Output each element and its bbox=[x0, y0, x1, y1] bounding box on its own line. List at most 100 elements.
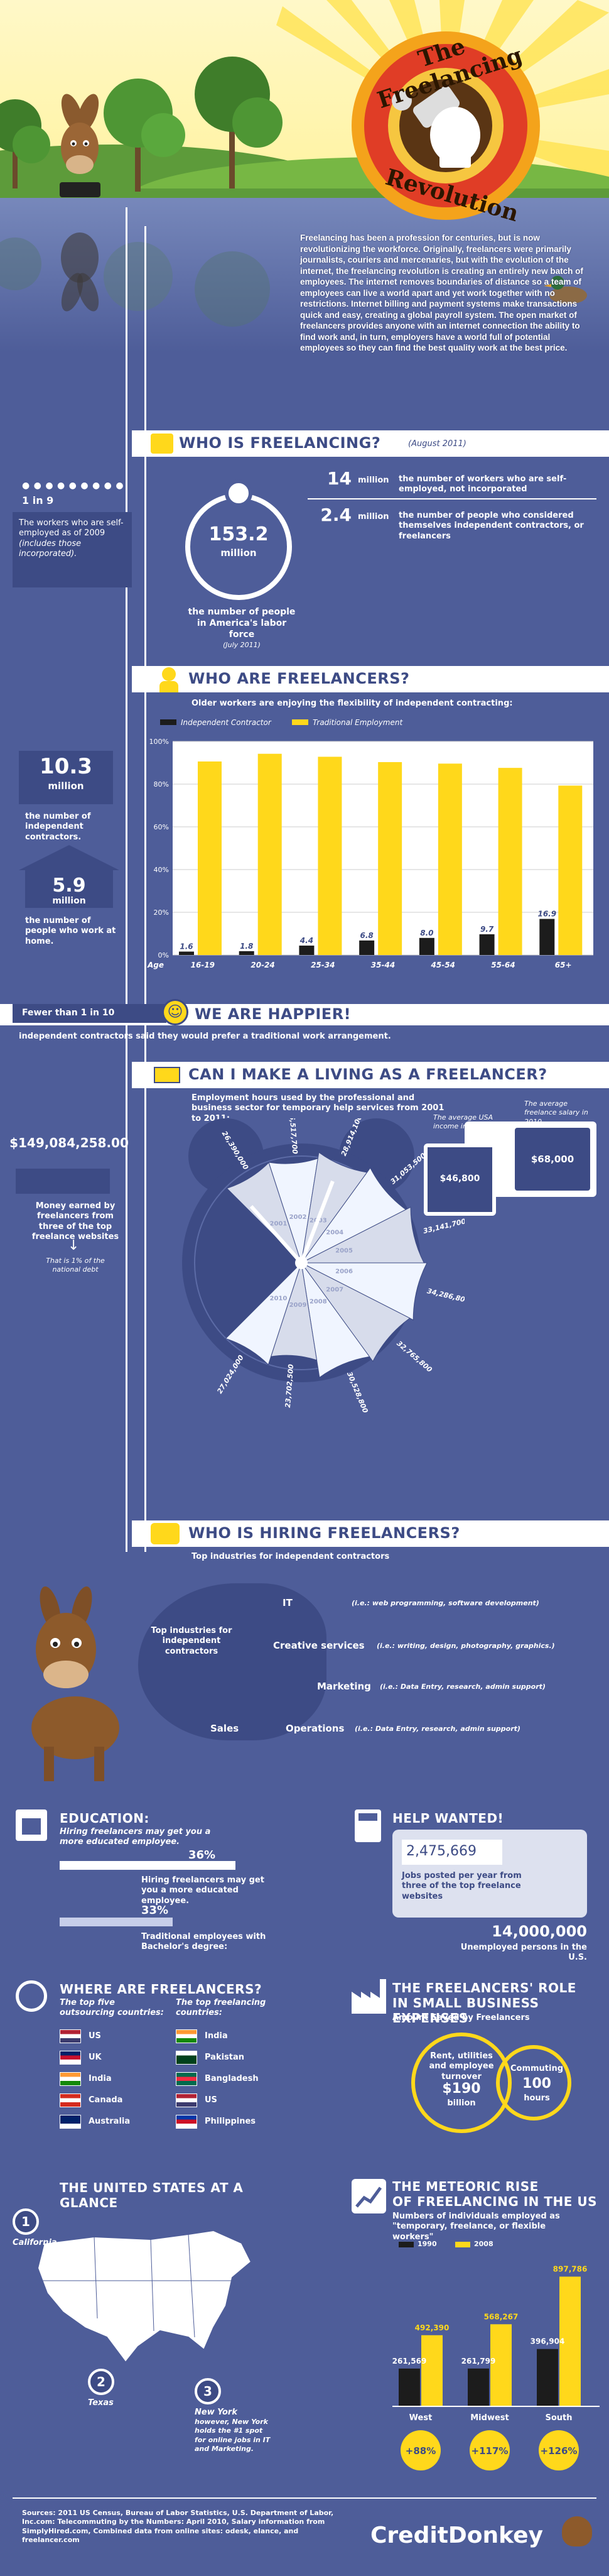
happier-desc: independent contractors said they would … bbox=[19, 1032, 391, 1041]
edu-pct2: 33% bbox=[141, 1904, 169, 1917]
id-card-icon bbox=[151, 434, 173, 454]
house-icon bbox=[19, 845, 119, 908]
place-texas: Texas bbox=[88, 2398, 114, 2408]
happier-title: WE ARE HAPPIER! bbox=[195, 1005, 352, 1023]
jobs-desc: Jobs posted per year from three of the t… bbox=[402, 1871, 522, 1901]
data-label-traditional: 92.8 bbox=[320, 746, 340, 755]
growth-circle bbox=[539, 2430, 579, 2470]
where-title: WHERE ARE FREELANCERS? bbox=[60, 1982, 262, 1997]
bar-traditional bbox=[198, 761, 222, 955]
place-california: California bbox=[13, 2238, 57, 2247]
rise-section: THE METEORIC RISE OF FREELANCING IN THE … bbox=[304, 2174, 609, 2488]
bar-2008 bbox=[490, 2324, 512, 2406]
labor-unit: million bbox=[220, 547, 257, 559]
living-subtitle: Employment hours used by the professiona… bbox=[191, 1093, 445, 1123]
bar-traditional bbox=[498, 768, 522, 955]
salary-value: $68,000 bbox=[531, 1154, 574, 1165]
rise-title2: OF FREELANCING IN THE US bbox=[392, 2194, 598, 2209]
bar-independent bbox=[179, 951, 194, 955]
intro-text: Freelancing has been a profession for ce… bbox=[300, 233, 583, 353]
industry-name: IT bbox=[283, 1597, 293, 1608]
footer-sources: Sources: 2011 US Census, Bureau of Labor… bbox=[22, 2509, 334, 2544]
hours-chart: 26,390,000200126,517,700200228,914,10020… bbox=[138, 1110, 471, 1508]
savings-right-value: 100 bbox=[522, 2076, 551, 2092]
legend-2008-swatch bbox=[455, 2242, 470, 2247]
hero-section: The Freelancing Revolution bbox=[0, 0, 609, 352]
education-title: EDUCATION: bbox=[60, 1811, 149, 1826]
edu-bar2 bbox=[60, 1918, 173, 1926]
x-tick-label: 45-54 bbox=[431, 961, 455, 969]
bar-independent bbox=[239, 951, 254, 955]
where-section: WHERE ARE FREELANCERS? The top five outs… bbox=[0, 1979, 304, 2142]
legend-label: Independent Contractor bbox=[181, 718, 272, 727]
stat2-desc: the number of people who considered them… bbox=[399, 511, 584, 541]
down-arrow-icon: ↓ bbox=[68, 1238, 80, 1253]
bar-2008 bbox=[421, 2335, 443, 2406]
data-label-independent: 6.8 bbox=[360, 931, 374, 940]
year-label: 2008 bbox=[310, 1299, 327, 1306]
year-label: 2004 bbox=[326, 1230, 343, 1236]
region-label: West bbox=[409, 2413, 433, 2423]
smiley-icon: ☺ bbox=[162, 999, 188, 1025]
marker-3: 3 bbox=[195, 2378, 221, 2404]
money-value: $149,084,258.00 bbox=[9, 1135, 129, 1150]
growth-circle bbox=[470, 2430, 510, 2470]
clock-svg: 26,390,000200126,517,700200228,914,10020… bbox=[182, 1110, 471, 1414]
country-name: US bbox=[205, 2095, 217, 2105]
contractors-desc: the number of independent contractors. bbox=[25, 812, 91, 842]
data-label-traditional: 90.3 bbox=[380, 751, 400, 761]
happier-section: Fewer than 1 in 10 ☺ WE ARE HAPPIER! ind… bbox=[0, 999, 609, 1049]
labor-value: 153.2 bbox=[208, 523, 269, 545]
hero-background bbox=[0, 0, 609, 352]
country-name: India bbox=[89, 2074, 112, 2083]
unemployed-value: 14,000,000 bbox=[492, 1923, 587, 1940]
ratio-desc: The workers who are self-employed as of … bbox=[19, 518, 124, 538]
outsourcing-label: The top five outsourcing countries: bbox=[60, 1998, 164, 2018]
footer-brand[interactable]: CreditDonkey bbox=[370, 2523, 544, 2548]
education-section: EDUCATION: Hiring freelancers may get yo… bbox=[0, 1809, 304, 1967]
year-label: 2001 bbox=[270, 1220, 288, 1227]
donkey-logo-icon bbox=[562, 2516, 592, 2546]
stat2-value: 2.4 bbox=[320, 505, 352, 525]
flag-icon bbox=[60, 2072, 81, 2086]
growth-label: +117% bbox=[472, 2445, 509, 2457]
role-section: THE FREELANCERS' ROLE IN SMALL BUSINESS … bbox=[304, 1979, 609, 2142]
data-label-1990: 396,904 bbox=[531, 2337, 565, 2346]
bar-independent bbox=[539, 919, 555, 955]
us-map bbox=[36, 2229, 252, 2364]
x-tick-label: 20-24 bbox=[251, 961, 274, 969]
ratio-value: 1 in 9 bbox=[22, 494, 54, 506]
industry-name: Creative services bbox=[273, 1640, 365, 1651]
savings-left-label: Rent, utilities and employee turnover bbox=[429, 2051, 494, 2082]
person-yellow-body bbox=[159, 681, 178, 692]
who-are-title: WHO ARE FREELANCERS? bbox=[188, 670, 410, 687]
hours-label: 34,286,800 bbox=[426, 1287, 465, 1305]
bar-1990 bbox=[468, 2368, 489, 2406]
hours-label: 32,765,800 bbox=[395, 1340, 434, 1374]
home-value: 5.9 bbox=[52, 875, 86, 897]
rise-chart-svg: 261,569492,390West+88%261,799568,267Midw… bbox=[392, 2265, 600, 2470]
legend-swatch bbox=[160, 719, 176, 725]
y-tick-label: 20% bbox=[154, 909, 169, 917]
school-icon-inner bbox=[22, 1818, 41, 1835]
living-section: CAN I MAKE A LIVING AS A FREELANCER? Emp… bbox=[0, 1062, 609, 1514]
year-label: 2009 bbox=[289, 1302, 307, 1309]
growth-label: +88% bbox=[406, 2445, 436, 2457]
industry-desc: (i.e.: Data Entry, research, admin suppo… bbox=[355, 1725, 520, 1733]
factory-icon bbox=[352, 1979, 386, 2014]
x-tick-label: 16-19 bbox=[191, 961, 215, 969]
bar-independent bbox=[479, 934, 495, 955]
happier-ratio-box bbox=[13, 1004, 166, 1023]
glance-title: THE UNITED STATES AT A GLANCE bbox=[60, 2180, 244, 2210]
bar-traditional bbox=[257, 753, 282, 955]
savings-circle-right bbox=[496, 2045, 571, 2120]
country-name: Canada bbox=[89, 2095, 123, 2105]
role-subtitle: Amount Saved by Freelancers bbox=[392, 2013, 530, 2022]
money-note: That is 1% of the national debt bbox=[46, 1257, 105, 1274]
edu-desc2: Traditional employees with Bachelor's de… bbox=[141, 1932, 266, 1952]
people-icon bbox=[151, 1523, 180, 1544]
globe-icon bbox=[16, 1980, 47, 2012]
income-inner bbox=[424, 1143, 496, 1216]
